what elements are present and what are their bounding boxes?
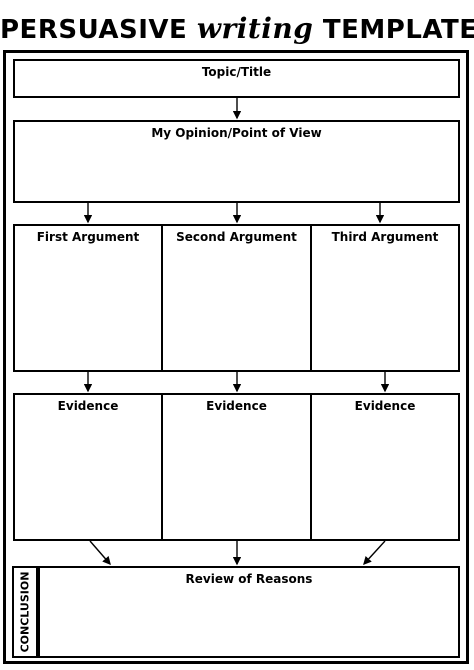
second-evidence-label: Evidence: [206, 399, 267, 413]
title-part1: PERSUASIVE: [0, 15, 188, 45]
first-evidence-box[interactable]: Evidence: [13, 393, 163, 541]
topic-label: Topic/Title: [201, 65, 272, 79]
third-argument-box[interactable]: Third Argument: [310, 224, 460, 372]
page-title: PERSUASIVE writing TEMPLATE: [0, 12, 474, 45]
third-argument-label: Third Argument: [331, 230, 439, 244]
first-argument-box[interactable]: First Argument: [13, 224, 163, 372]
conclusion-side-label: CONCLUSION: [18, 571, 32, 653]
review-box[interactable]: Review of Reasons: [38, 566, 460, 658]
second-evidence-box[interactable]: Evidence: [161, 393, 312, 541]
title-part2: TEMPLATE: [322, 15, 474, 45]
opinion-box[interactable]: My Opinion/Point of View: [13, 120, 460, 203]
first-evidence-label: Evidence: [57, 399, 119, 413]
topic-box[interactable]: Topic/Title: [13, 59, 460, 98]
conclusion-side-tab: CONCLUSION: [12, 566, 38, 658]
outer-frame: [3, 50, 469, 664]
title-cursive: writing: [196, 12, 314, 45]
third-evidence-label: Evidence: [354, 399, 416, 413]
third-evidence-box[interactable]: Evidence: [310, 393, 460, 541]
opinion-label: My Opinion/Point of View: [151, 126, 322, 140]
second-argument-box[interactable]: Second Argument: [161, 224, 312, 372]
first-argument-label: First Argument: [36, 230, 140, 244]
review-label: Review of Reasons: [185, 572, 313, 586]
second-argument-label: Second Argument: [176, 230, 297, 244]
